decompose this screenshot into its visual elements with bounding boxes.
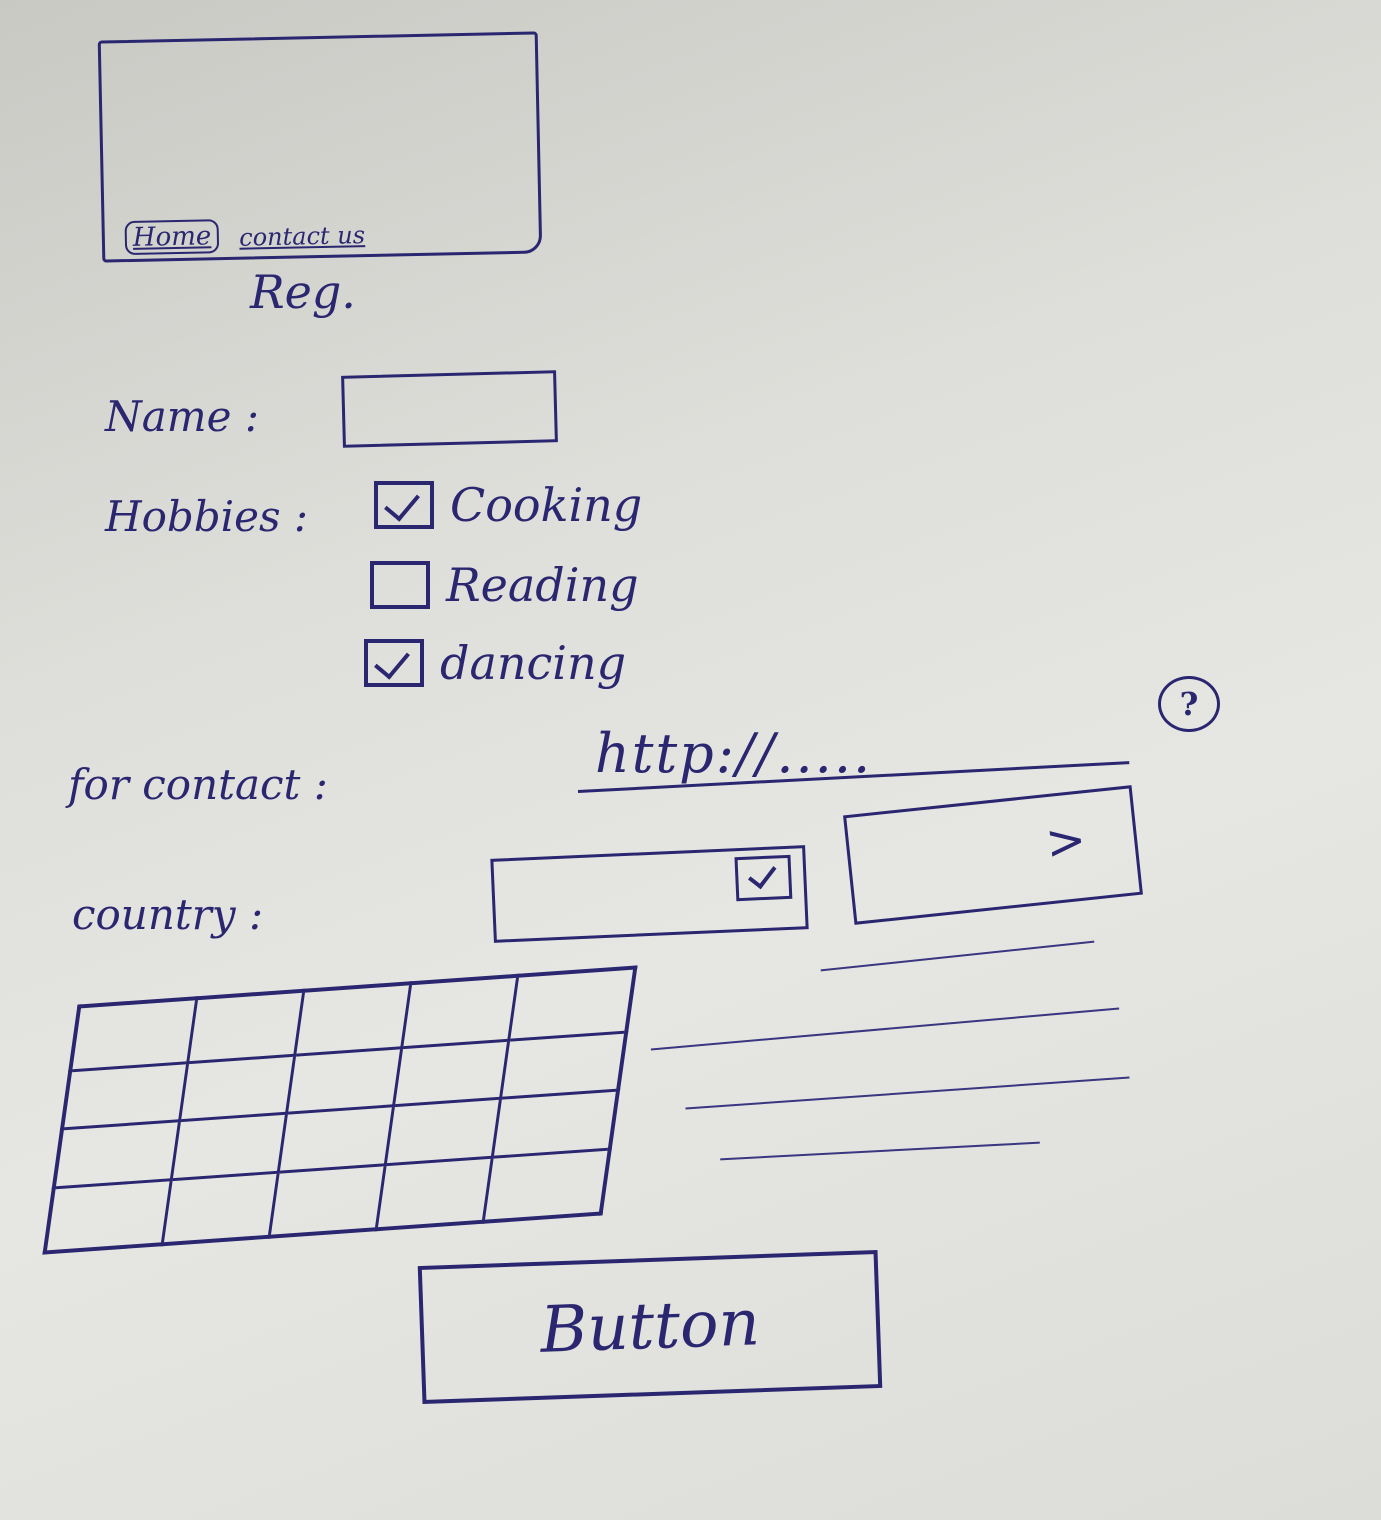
- placeholder-text-line: [685, 1076, 1130, 1110]
- dropdown-check-icon[interactable]: [734, 854, 793, 902]
- checkbox-reading[interactable]: [370, 561, 430, 609]
- help-icon[interactable]: ?: [1158, 676, 1220, 732]
- table-cell[interactable]: [393, 1040, 509, 1107]
- country-select[interactable]: [490, 845, 809, 943]
- placeholder-text-line: [820, 940, 1095, 972]
- hobby-label-dancing: dancing: [440, 636, 627, 690]
- page-title: Reg.: [250, 265, 356, 319]
- hobby-option-dancing[interactable]: dancing: [364, 636, 626, 690]
- table-cell[interactable]: [385, 1098, 501, 1165]
- hobby-option-reading[interactable]: Reading: [370, 558, 639, 612]
- table-cell[interactable]: [269, 1164, 386, 1237]
- hobby-label-cooking: Cooking: [450, 478, 643, 532]
- table-cell[interactable]: [508, 967, 636, 1041]
- table-cell[interactable]: [492, 1090, 619, 1158]
- table-cell[interactable]: [500, 1031, 627, 1099]
- table-cell[interactable]: [294, 983, 411, 1056]
- table-cell[interactable]: [70, 998, 197, 1071]
- table-cell[interactable]: [401, 975, 518, 1048]
- checkbox-cooking[interactable]: [374, 481, 434, 529]
- country-label: country :: [72, 890, 264, 939]
- contact-label: for contact :: [68, 760, 328, 809]
- table-cell[interactable]: [171, 1113, 287, 1180]
- table-cell[interactable]: [278, 1106, 394, 1173]
- hobby-label-reading: Reading: [446, 558, 639, 612]
- table-cell[interactable]: [162, 1172, 279, 1245]
- placeholder-text-line: [650, 1007, 1120, 1051]
- table-cell[interactable]: [286, 1047, 402, 1114]
- name-input[interactable]: [341, 370, 558, 448]
- header-banner: Home contact us: [97, 31, 543, 263]
- table-cell[interactable]: [483, 1149, 610, 1222]
- grid-table: [42, 965, 638, 1255]
- nav-link-contact[interactable]: contact us: [238, 221, 366, 252]
- table-cell[interactable]: [62, 1062, 188, 1130]
- submit-button[interactable]: Button: [417, 1250, 883, 1404]
- placeholder-text-line: [720, 1141, 1040, 1161]
- chevron-right-icon[interactable]: >: [1042, 811, 1089, 872]
- next-box[interactable]: >: [843, 785, 1143, 925]
- table-cell[interactable]: [53, 1121, 180, 1188]
- nav-link-home[interactable]: Home: [124, 219, 220, 256]
- table-cell[interactable]: [179, 1055, 295, 1122]
- table-cell[interactable]: [187, 990, 304, 1063]
- table-cell[interactable]: [44, 1179, 172, 1253]
- data-grid: [42, 965, 638, 1255]
- hobby-option-cooking[interactable]: Cooking: [374, 478, 642, 532]
- contact-url-input[interactable]: http://.....: [595, 722, 873, 785]
- checkbox-dancing[interactable]: [364, 639, 424, 687]
- nav-bar: Home contact us: [124, 216, 366, 256]
- table-cell[interactable]: [376, 1157, 493, 1230]
- hobbies-label: Hobbies :: [105, 492, 309, 541]
- name-label: Name :: [105, 392, 259, 441]
